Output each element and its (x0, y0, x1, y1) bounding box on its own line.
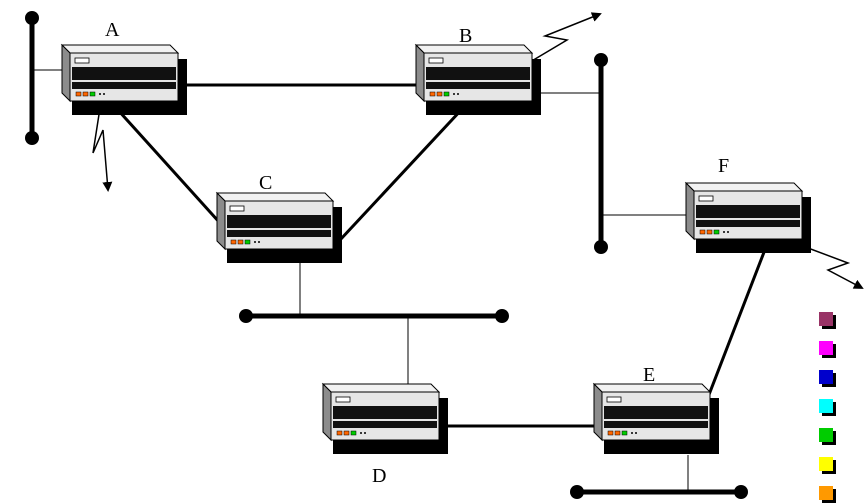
router-f-label: F (718, 155, 729, 177)
router-links (116, 83, 768, 428)
lan-connectors (32, 69, 689, 492)
legend-swatch (819, 341, 836, 358)
legend-swatch (819, 457, 836, 474)
bus-middle-horizontal (239, 309, 509, 323)
legend-swatch (819, 312, 836, 329)
router-e-label: E (643, 364, 655, 386)
link-e-f (703, 246, 768, 406)
legend-swatch (819, 370, 836, 387)
router-c[interactable] (216, 192, 343, 264)
link-b-c (338, 106, 465, 242)
wan-link-a (92, 107, 113, 192)
router-d-label: D (372, 465, 386, 487)
router-c-label: C (259, 172, 272, 194)
router-f[interactable] (685, 182, 812, 254)
router-d[interactable] (322, 383, 449, 455)
lan-buses (25, 11, 748, 499)
link-a-c (116, 108, 222, 225)
wan-link-b (524, 12, 602, 66)
legend-swatch (819, 486, 836, 503)
router-e[interactable] (593, 383, 720, 455)
wan-link-f (799, 244, 864, 289)
bus-center-vertical (594, 53, 608, 254)
bus-left-vertical (25, 11, 39, 145)
bus-bottom-horizontal (570, 485, 748, 499)
router-a-label: A (105, 19, 120, 41)
legend-swatch (819, 428, 836, 445)
wan-links (92, 12, 864, 289)
color-legend (819, 312, 836, 503)
router-b-label: B (459, 25, 472, 47)
router-a[interactable] (61, 44, 188, 116)
legend-swatch (819, 399, 836, 416)
router-b[interactable] (415, 44, 542, 116)
